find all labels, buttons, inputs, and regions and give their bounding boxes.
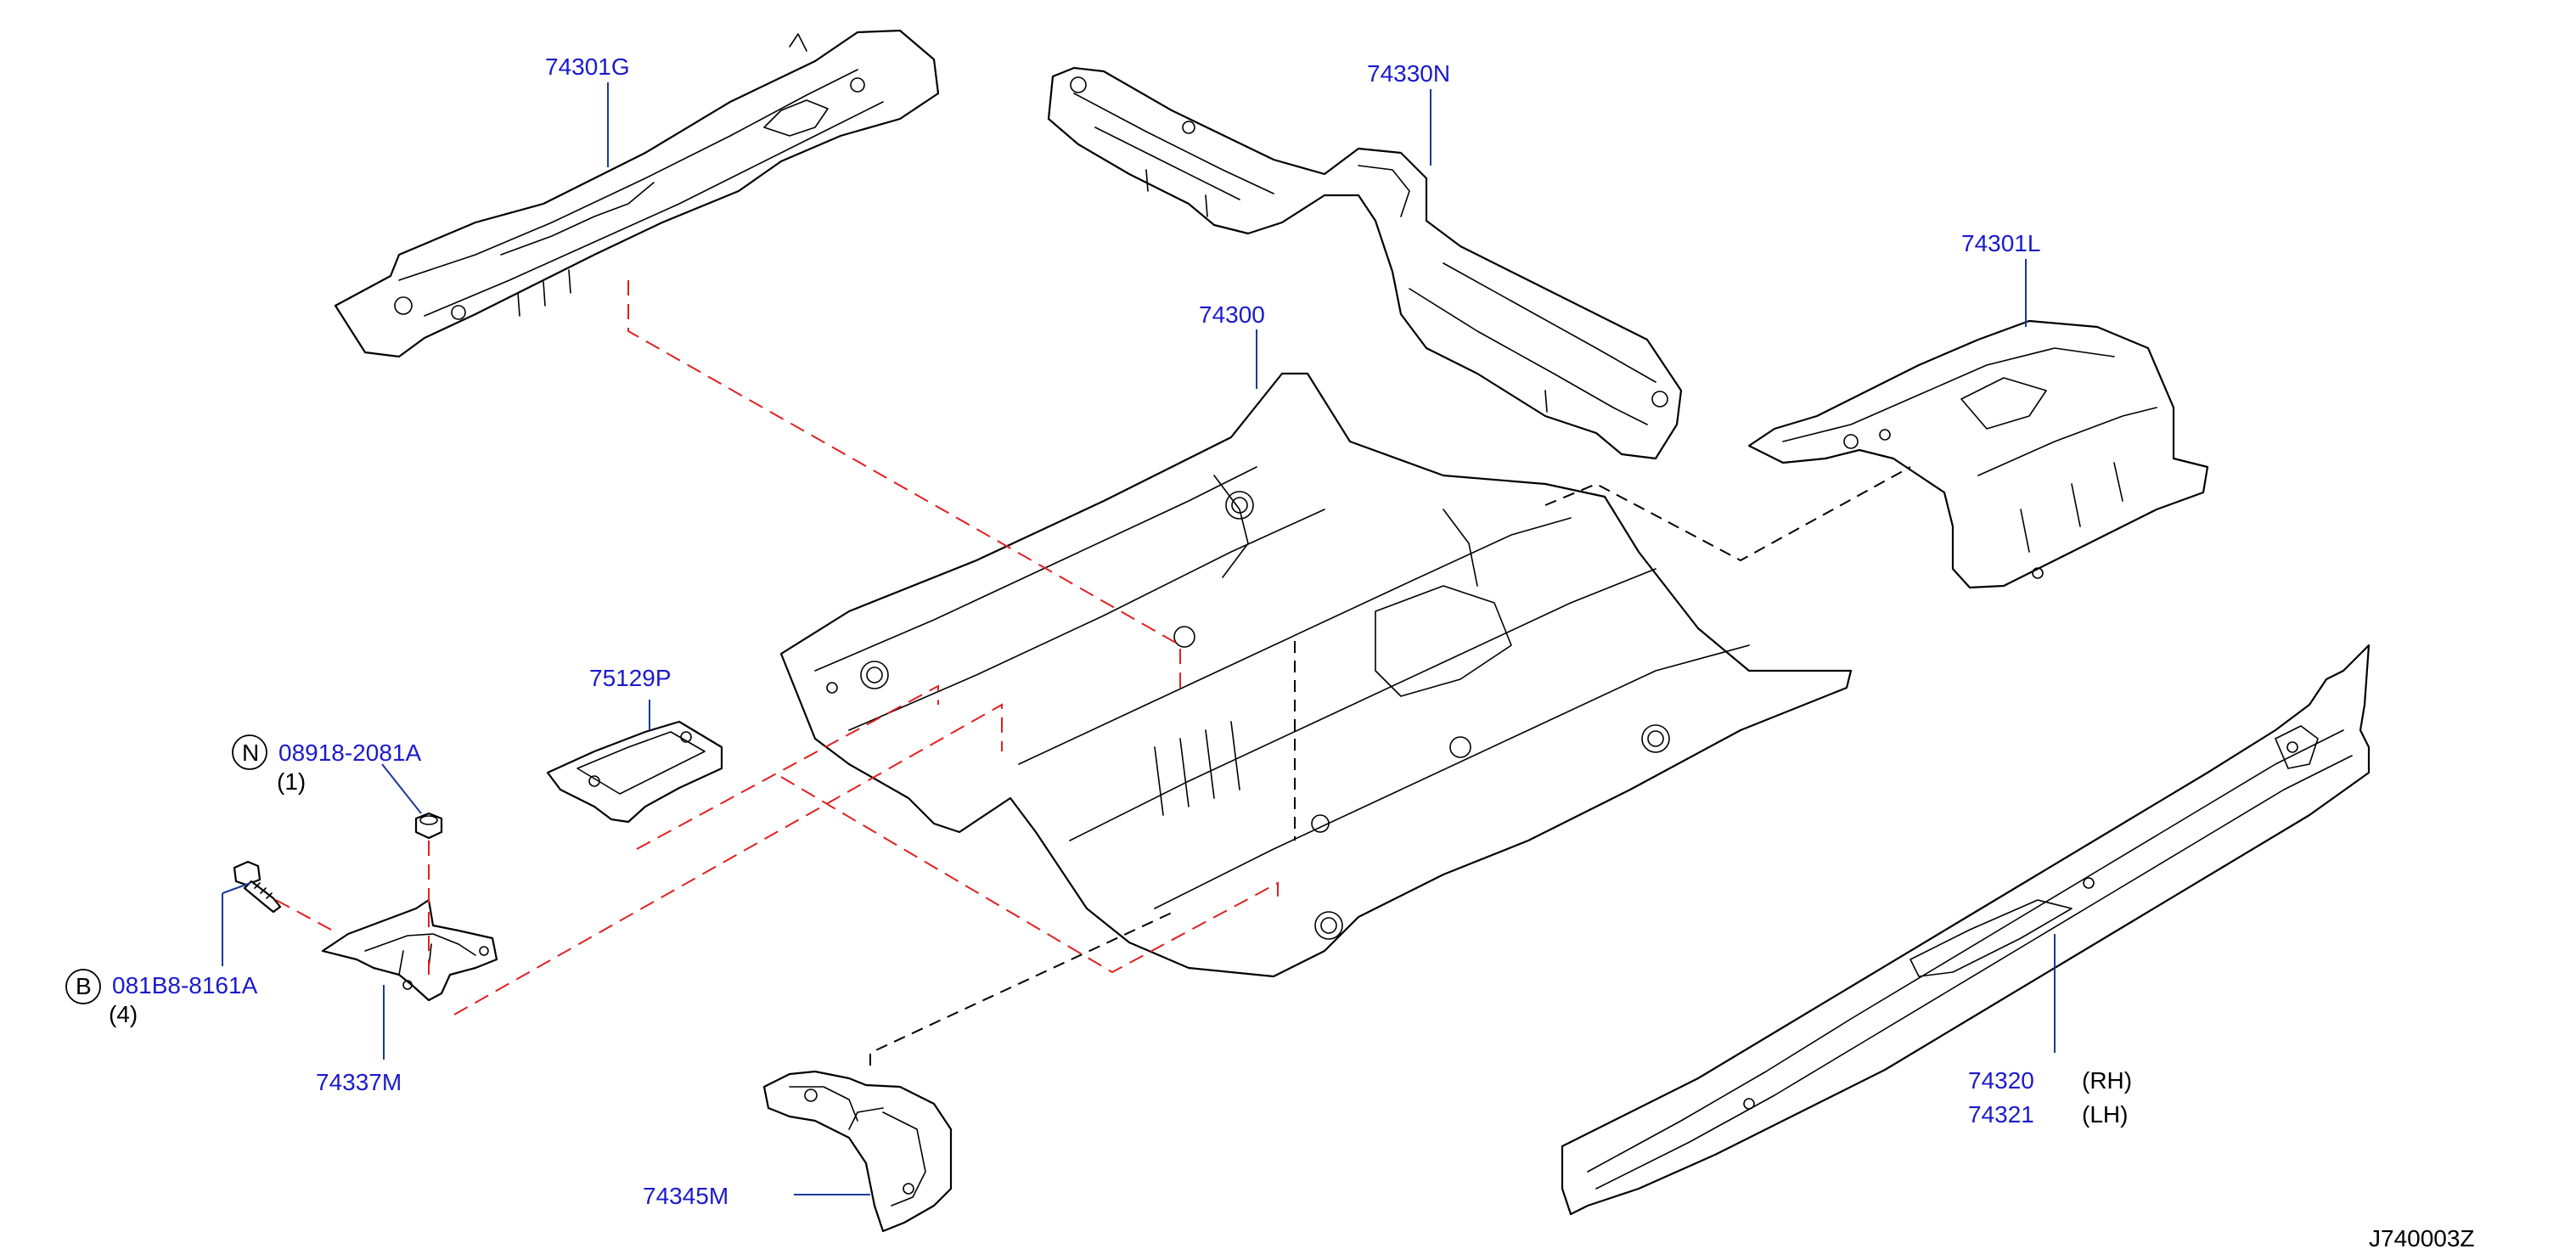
label-74301l[interactable]: 74301L bbox=[1961, 230, 2040, 256]
label-nut[interactable]: 08918-2081A bbox=[278, 740, 421, 766]
part-74337m-drawing[interactable] bbox=[321, 898, 498, 1002]
part-74301g-drawing[interactable] bbox=[334, 29, 940, 358]
part-74301l-drawing[interactable] bbox=[1747, 319, 2209, 589]
diagram-code: J740003Z bbox=[2369, 1225, 2475, 1252]
part-74300-drawing[interactable] bbox=[779, 372, 1853, 978]
bolt-drawing[interactable] bbox=[233, 860, 282, 914]
bolt-symbol-circle bbox=[65, 969, 101, 1004]
nut-quantity: (1) bbox=[277, 768, 306, 795]
bolt-quantity: (4) bbox=[109, 1001, 138, 1027]
part-74345m-drawing[interactable] bbox=[762, 1070, 953, 1233]
nut-symbol: N bbox=[242, 740, 259, 766]
part-74320-drawing[interactable] bbox=[1561, 644, 2371, 1216]
leader-nut bbox=[381, 763, 422, 814]
label-74321[interactable]: 74321 bbox=[1968, 1101, 2034, 1128]
label-74320-side: (RH) bbox=[2082, 1067, 2132, 1094]
part-74330n-drawing[interactable] bbox=[1047, 66, 1683, 460]
label-74321-side: (LH) bbox=[2082, 1101, 2128, 1128]
leader-lines bbox=[222, 82, 2056, 1195]
nut-drawing[interactable] bbox=[414, 812, 443, 840]
label-74337m[interactable]: 74337M bbox=[316, 1069, 402, 1095]
label-74330n[interactable]: 74330N bbox=[1367, 60, 1450, 87]
reference-lines-red bbox=[275, 280, 1279, 1015]
bolt-symbol: B bbox=[76, 973, 92, 999]
label-74300[interactable]: 74300 bbox=[1199, 301, 1265, 328]
label-bolt[interactable]: 081B8-8161A bbox=[112, 972, 258, 998]
reference-lines-black bbox=[869, 466, 1911, 1066]
label-74301g[interactable]: 74301G bbox=[545, 53, 630, 80]
leader-bolt-tie bbox=[222, 882, 251, 894]
label-75129p[interactable]: 75129P bbox=[589, 665, 672, 691]
part-75129p-drawing[interactable] bbox=[546, 720, 723, 824]
label-74320[interactable]: 74320 bbox=[1968, 1067, 2034, 1094]
nut-symbol-circle bbox=[232, 734, 267, 770]
label-74345m[interactable]: 74345M bbox=[643, 1183, 728, 1209]
